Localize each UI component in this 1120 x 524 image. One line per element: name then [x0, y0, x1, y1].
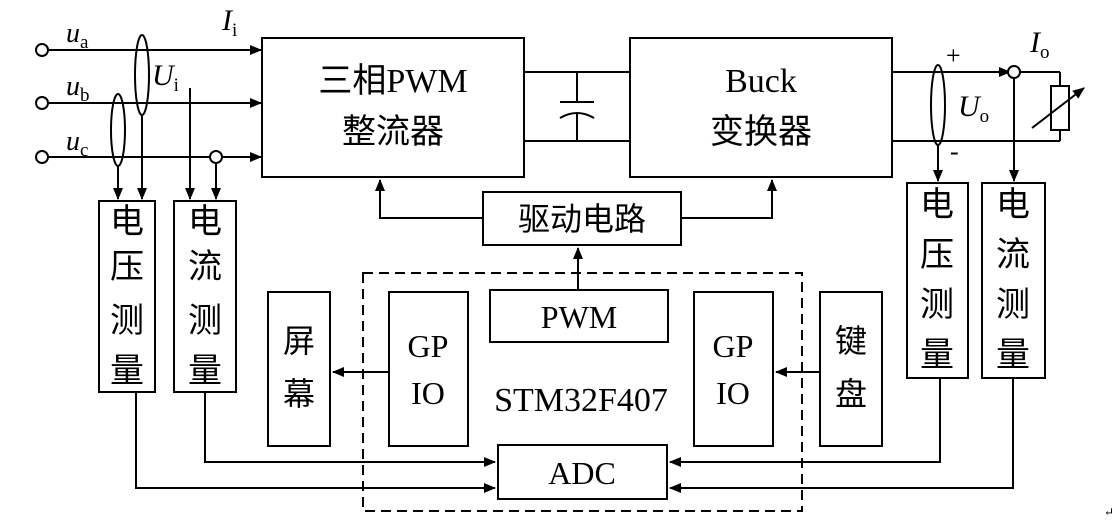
dc-output: + - Uo Io	[892, 26, 1085, 182]
label-ua: ua	[66, 18, 89, 53]
voltage-measure-right: 电 压 测 量	[906, 182, 969, 379]
mcu-boundary	[362, 272, 803, 512]
svg-text:量: 量	[920, 337, 954, 374]
pwm-label: PWM	[541, 299, 617, 335]
tap-node-output	[1007, 65, 1021, 79]
label-Io: Io	[1029, 26, 1050, 63]
voltage-measure-left: 电 压 测 量	[98, 200, 156, 393]
screen-label-line1: 屏	[283, 323, 315, 359]
buck-label-line2: 变换器	[710, 113, 812, 151]
label-Ii: Ii	[221, 4, 237, 41]
keyboard-label-line2: 盘	[835, 376, 867, 412]
svg-text:流: 流	[996, 236, 1030, 274]
gpio-left-line2: IO	[411, 375, 445, 411]
current-transformer-input	[110, 93, 126, 167]
gpio-right-line2: IO	[716, 375, 750, 411]
svg-text:量: 量	[110, 353, 144, 390]
svg-text:测: 测	[188, 303, 222, 340]
label-Uo: Uo	[958, 90, 989, 127]
svg-text:电: 电	[188, 203, 222, 241]
mcu-label: STM32F407	[494, 382, 668, 419]
minus-sign: -	[950, 137, 959, 166]
keyboard-label-line1: 键	[835, 323, 867, 359]
dc-link-capacitor	[524, 71, 630, 142]
adc-label: ADC	[548, 455, 616, 491]
svg-text:量: 量	[996, 337, 1030, 374]
buck-converter-block	[629, 37, 893, 178]
svg-text:流: 流	[188, 248, 222, 286]
label-ub: ub	[66, 71, 90, 106]
buck-label-line1: Buck	[725, 63, 797, 100]
current-measure-right: 电 流 测 量	[981, 182, 1046, 379]
svg-text:测: 测	[920, 287, 954, 324]
gpio-right-line1: GP	[713, 328, 754, 364]
screen-label-line2: 幕	[283, 376, 315, 412]
variable-load-resistor	[1050, 85, 1070, 131]
svg-text:测: 测	[110, 303, 144, 340]
terminal-ub	[35, 96, 49, 110]
keyboard-block	[819, 291, 883, 447]
plus-sign: +	[946, 41, 961, 70]
svg-text:量: 量	[188, 353, 222, 390]
rectifier-label-line1: 三相PWM	[318, 62, 467, 100]
pwm-block	[489, 289, 669, 343]
gpio-left-block	[388, 291, 469, 447]
svg-text:压: 压	[920, 237, 954, 274]
tap-node-phase-c	[209, 150, 223, 164]
svg-text:电: 电	[110, 203, 144, 241]
voltage-sensor-loop-output	[930, 64, 946, 146]
svg-text:压: 压	[110, 249, 144, 286]
gpio-right-block	[693, 291, 774, 447]
svg-text:电: 电	[920, 186, 954, 224]
paragraph-mark: ↵	[1104, 505, 1114, 519]
label-Ui: Ui	[152, 59, 179, 96]
adc-block	[497, 444, 668, 500]
terminal-uc	[35, 150, 49, 164]
svg-text:测: 测	[996, 287, 1030, 324]
rectifier-label-line2: 整流器	[342, 113, 444, 151]
svg-text:电: 电	[996, 186, 1030, 224]
screen-block	[267, 291, 331, 447]
label-uc: uc	[66, 126, 88, 161]
three-phase-input: ua ub uc Ii Ui	[35, 4, 262, 200]
driver-circuit-label: 驱动电路	[518, 201, 646, 237]
terminal-ua	[35, 43, 49, 57]
adc-wiring	[135, 378, 1014, 493]
current-measure-left: 电 流 测 量	[173, 200, 237, 393]
rectifier-block	[261, 37, 525, 178]
gpio-left-line1: GP	[408, 328, 449, 364]
